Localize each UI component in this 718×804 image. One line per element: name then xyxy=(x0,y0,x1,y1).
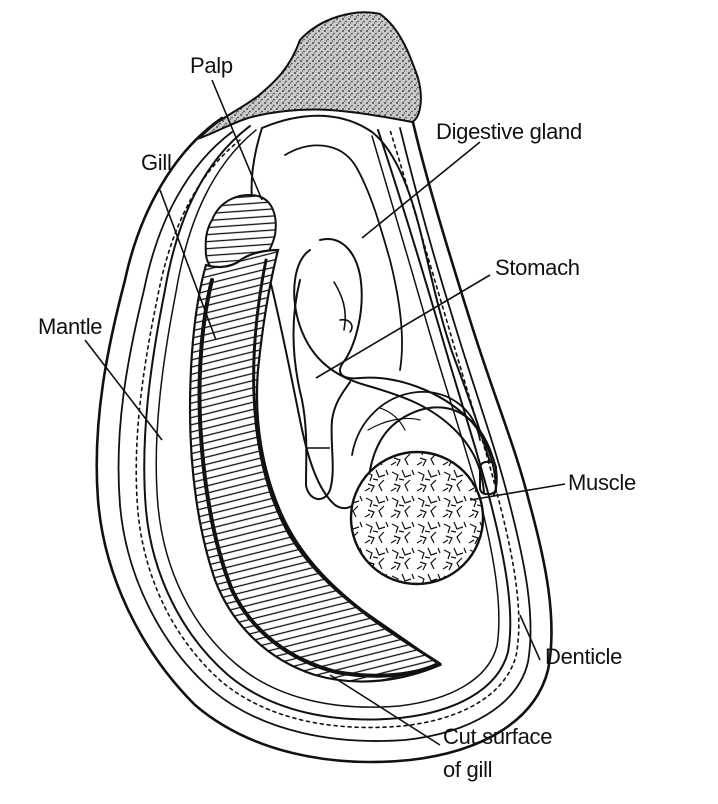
leader-stomach xyxy=(315,274,491,379)
mantle-band xyxy=(135,125,520,729)
label-digestive-gland: Digestive gland xyxy=(436,119,582,144)
leader-lines xyxy=(84,79,566,746)
leader-cut-surface xyxy=(329,674,441,746)
leader-gill xyxy=(159,189,217,341)
visceral-mass xyxy=(250,114,498,510)
label-cut-surface-line1: Cut surface xyxy=(443,724,552,749)
leader-denticle xyxy=(519,614,541,661)
leader-palp xyxy=(211,79,263,201)
leader-muscle xyxy=(469,483,566,501)
label-denticle: Denticle xyxy=(545,644,622,669)
stomach-loop xyxy=(293,238,497,495)
hinge xyxy=(196,11,422,141)
label-muscle: Muscle xyxy=(568,470,636,495)
body-lobe xyxy=(292,279,351,500)
leader-mantle xyxy=(84,339,163,441)
adductor-muscle xyxy=(349,391,485,586)
label-cut-surface-line2: of gill xyxy=(443,757,492,782)
leader-digestive-gland xyxy=(361,141,481,239)
shell-outline xyxy=(95,116,553,764)
label-palp: Palp xyxy=(190,53,233,78)
labels: Palp Gill Digestive gland Stomach Mantle… xyxy=(38,53,636,782)
label-stomach: Stomach xyxy=(495,255,580,280)
label-mantle: Mantle xyxy=(38,314,102,339)
label-gill: Gill xyxy=(141,150,172,175)
gill-shape xyxy=(188,248,443,683)
